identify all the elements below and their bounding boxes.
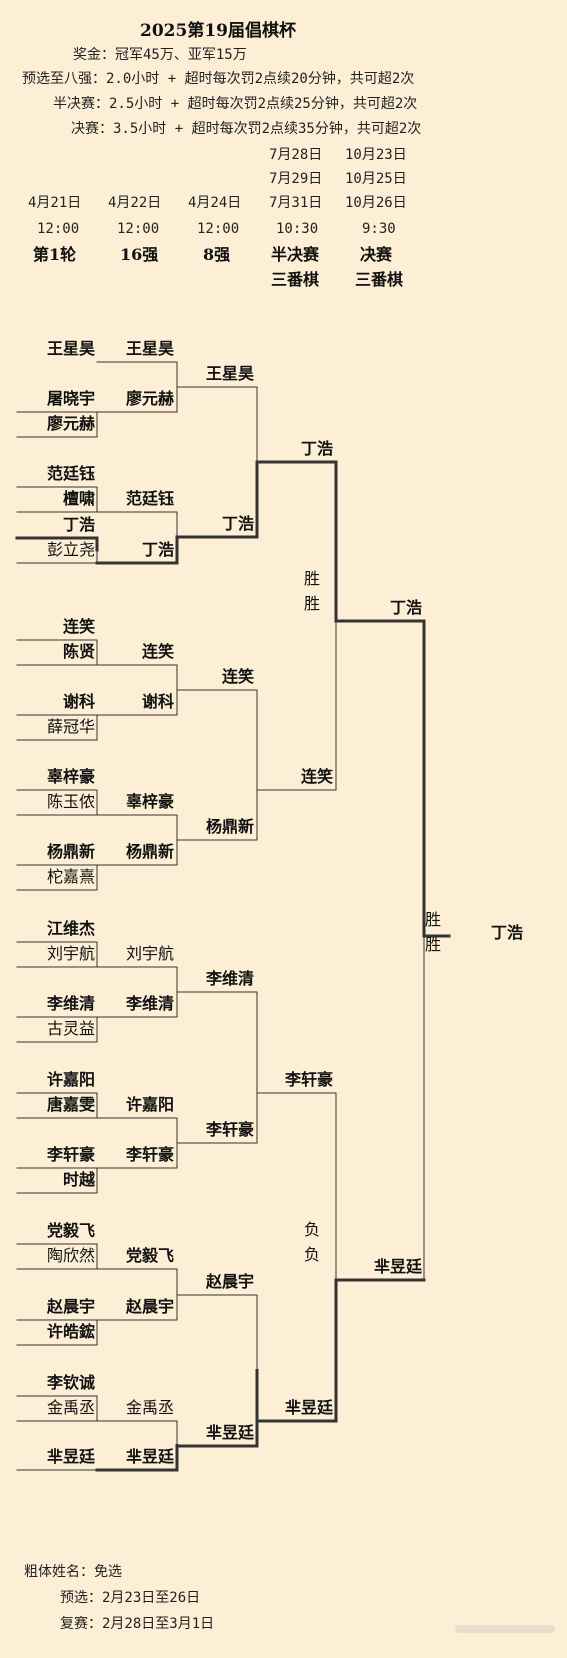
round1-player-11: 辜梓豪 xyxy=(46,767,95,786)
round3-player-6: 赵晨宇 xyxy=(205,1272,254,1291)
prize-info: 奖金：冠军45万、亚军15万 xyxy=(73,47,247,63)
final-player-0: 丁浩 xyxy=(389,598,422,617)
final-time: 9:30 xyxy=(362,221,396,237)
semi1-game1-result: 胜 xyxy=(304,569,321,588)
round1-player-10: 薛冠华 xyxy=(46,717,95,736)
round2-player-10: 许嘉阳 xyxy=(125,1095,174,1114)
round1-player-8: 陈贤 xyxy=(62,642,95,661)
round2-player-6: 辜梓豪 xyxy=(125,792,174,811)
round2-player-15: 芈昱廷 xyxy=(125,1447,174,1466)
round1-player-18: 古灵益 xyxy=(46,1019,95,1038)
final-date-1: 10月23日 xyxy=(345,147,407,163)
semi-date-3: 7月31日 xyxy=(269,195,323,211)
round1-player-19: 许嘉阳 xyxy=(46,1070,95,1089)
semi-time: 10:30 xyxy=(276,221,319,237)
final-game2-result: 胜 xyxy=(425,935,442,954)
round1-player-21: 李轩豪 xyxy=(46,1145,95,1164)
round3-label: 8强 xyxy=(203,245,231,264)
final-date-3: 10月26日 xyxy=(345,195,407,211)
round1-player-26: 许皓鋐 xyxy=(46,1322,95,1341)
round1-player-28: 金禹丞 xyxy=(46,1398,95,1417)
round2-player-5: 谢科 xyxy=(141,692,174,711)
round1-player-7: 连笑 xyxy=(62,617,95,636)
round3-player-5: 李轩豪 xyxy=(205,1120,254,1139)
round1-player-27: 李钦诚 xyxy=(46,1373,95,1392)
rematch-dates: 复赛：2月28日至3月1日 xyxy=(60,1616,215,1632)
semi2-game1-result: 负 xyxy=(304,1220,321,1239)
round3-player-0: 王星昊 xyxy=(205,364,254,383)
round1-player-5: 丁浩 xyxy=(62,515,95,534)
round1-player-2: 廖元赫 xyxy=(46,414,95,433)
round1-player-14: 柁嘉熹 xyxy=(46,867,95,886)
round1-player-9: 谢科 xyxy=(62,692,95,711)
final-game1-result: 胜 xyxy=(425,910,442,929)
semi1-game2-result: 胜 xyxy=(304,594,321,613)
round2-player-4: 连笑 xyxy=(141,642,174,661)
bold-name-legend: 粗体姓名：免选 xyxy=(24,1564,122,1580)
round2-player-8: 刘宇航 xyxy=(125,944,174,963)
round1-player-29: 芈昱廷 xyxy=(46,1447,95,1466)
final-player-1: 芈昱廷 xyxy=(373,1257,422,1276)
semi-date-2: 7月29日 xyxy=(269,171,323,187)
round3-player-4: 李维清 xyxy=(205,969,254,988)
semi-label: 半决赛 xyxy=(271,245,320,264)
round2-label: 16强 xyxy=(120,245,159,264)
round1-player-17: 李维清 xyxy=(46,994,95,1013)
semifinal-player-3: 芈昱廷 xyxy=(284,1398,333,1417)
final-format: 三番棋 xyxy=(355,270,404,289)
round2-player-11: 李轩豪 xyxy=(125,1145,174,1164)
round2-player-3: 丁浩 xyxy=(141,540,174,559)
round1-player-1: 屠晓宇 xyxy=(46,389,95,408)
round1-player-4: 檀啸 xyxy=(62,489,95,508)
round2-date: 4月22日 xyxy=(108,195,162,211)
round1-date: 4月21日 xyxy=(28,195,82,211)
round1-player-20: 唐嘉雯 xyxy=(46,1095,95,1114)
round2-player-13: 赵晨宇 xyxy=(125,1297,174,1316)
page-title: 2025第19届倡棋杯 xyxy=(140,21,296,41)
round1-player-15: 江维杰 xyxy=(46,919,95,938)
round1-player-6: 彭立尧 xyxy=(46,540,95,559)
round1-player-0: 王星昊 xyxy=(46,339,95,358)
round2-player-12: 党毅飞 xyxy=(125,1246,174,1265)
round3-player-2: 连笑 xyxy=(221,667,254,686)
round3-player-3: 杨鼎新 xyxy=(205,817,254,836)
prelim-dates: 预选：2月23日至26日 xyxy=(60,1590,201,1606)
final-time-control: 决赛：3.5小时 + 超时每次罚2点续35分钟，共可超2次 xyxy=(71,121,422,137)
champion-name: 丁浩 xyxy=(491,923,524,942)
round2-player-1: 廖元赫 xyxy=(125,389,174,408)
round2-player-9: 李维清 xyxy=(125,994,174,1013)
round2-player-2: 范廷钰 xyxy=(125,489,174,508)
round2-player-14: 金禹丞 xyxy=(125,1398,174,1417)
final-date-2: 10月25日 xyxy=(345,171,407,187)
round2-time: 12:00 xyxy=(117,221,160,237)
round1-label: 第1轮 xyxy=(33,245,77,264)
watermark-logo xyxy=(455,1625,555,1633)
semi-format: 三番棋 xyxy=(271,270,320,289)
prelim-time-control: 预选至八强：2.0小时 + 超时每次罚2点续20分钟，共可超2次 xyxy=(22,71,415,87)
round3-player-7: 芈昱廷 xyxy=(205,1423,254,1442)
round3-date: 4月24日 xyxy=(188,195,242,211)
round1-player-12: 陈玉侬 xyxy=(46,792,95,811)
round1-player-13: 杨鼎新 xyxy=(46,842,95,861)
semifinal-player-1: 连笑 xyxy=(300,767,333,786)
round2-player-0: 王星昊 xyxy=(125,339,174,358)
round3-time: 12:00 xyxy=(197,221,240,237)
round1-player-16: 刘宇航 xyxy=(46,944,95,963)
round1-player-24: 陶欣然 xyxy=(46,1246,95,1265)
round1-player-3: 范廷钰 xyxy=(46,464,95,483)
semifinal-player-0: 丁浩 xyxy=(300,439,333,458)
round1-player-25: 赵晨宇 xyxy=(46,1297,95,1316)
semi-time-control: 半决赛：2.5小时 + 超时每次罚2点续25分钟，共可超2次 xyxy=(53,96,418,112)
semifinal-player-2: 李轩豪 xyxy=(284,1070,333,1089)
semi-date-1: 7月28日 xyxy=(269,147,323,163)
round3-player-1: 丁浩 xyxy=(221,514,254,533)
semi2-game2-result: 负 xyxy=(304,1245,321,1264)
round1-time: 12:00 xyxy=(37,221,80,237)
round1-player-22: 时越 xyxy=(62,1170,95,1189)
round1-player-23: 党毅飞 xyxy=(46,1221,95,1240)
round2-player-7: 杨鼎新 xyxy=(125,842,174,861)
final-label: 决赛 xyxy=(360,245,393,264)
